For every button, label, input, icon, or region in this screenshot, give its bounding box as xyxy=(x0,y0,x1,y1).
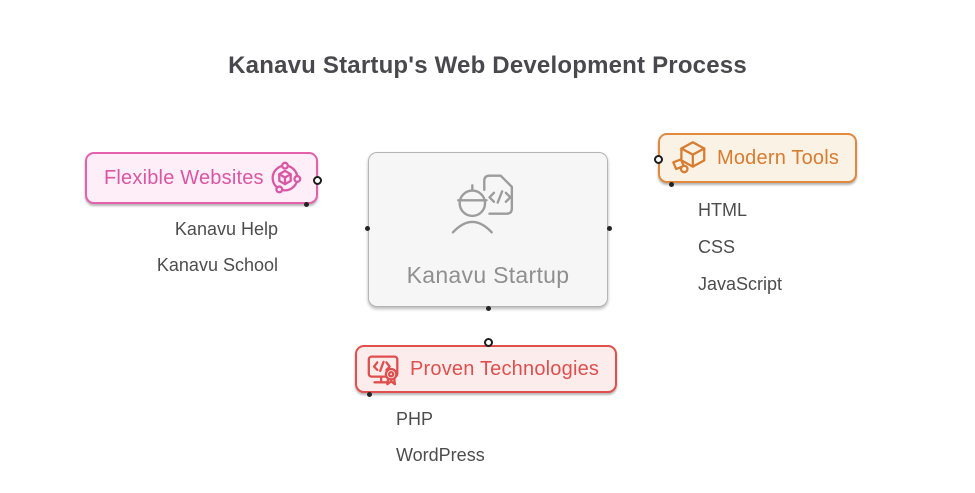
proven-technologies-children: PHP WordPress xyxy=(396,401,485,473)
developer-code-document-icon xyxy=(451,174,514,234)
anchor-modern-tools-bottom[interactable] xyxy=(668,181,674,187)
port-modern-tools[interactable] xyxy=(653,154,663,164)
child-wordpress[interactable]: WordPress xyxy=(396,445,485,465)
port-flexible-websites[interactable] xyxy=(312,175,322,185)
node-kanavu-startup[interactable]: Kanavu Startup xyxy=(368,152,608,307)
center-node-label: Kanavu Startup xyxy=(406,262,570,288)
anchor-flexible-websites-bottom[interactable] xyxy=(303,201,309,207)
branch-label-modern-tools: Modern Tools xyxy=(717,146,840,169)
anchor-proven-technologies-bottom[interactable] xyxy=(366,391,372,397)
modern-tools-children: HTML CSS JavaScript xyxy=(698,192,782,303)
child-kanavu-school[interactable]: Kanavu School xyxy=(156,255,278,275)
child-javascript[interactable]: JavaScript xyxy=(698,274,783,294)
anchor-center-right[interactable] xyxy=(606,225,612,231)
port-proven-technologies[interactable] xyxy=(483,337,493,347)
orbit-cube-icon xyxy=(271,161,302,194)
flexible-websites-children: Kanavu Help Kanavu School xyxy=(85,211,278,283)
child-css[interactable]: CSS xyxy=(698,237,736,257)
branch-label-flexible-websites: Flexible Websites xyxy=(104,166,264,189)
child-kanavu-help[interactable]: Kanavu Help xyxy=(174,219,278,239)
anchor-center-left[interactable] xyxy=(364,225,370,231)
child-html[interactable]: HTML xyxy=(698,200,747,220)
monitor-code-award-icon xyxy=(367,355,399,386)
branch-label-proven-technologies: Proven Technologies xyxy=(410,357,600,380)
package-3d-icon xyxy=(672,141,706,174)
anchor-center-bottom[interactable] xyxy=(485,305,491,311)
node-flexible-websites[interactable]: Flexible Websites xyxy=(85,152,318,204)
diagram-title: Kanavu Startup's Web Development Process xyxy=(228,52,747,79)
node-modern-tools[interactable]: Modern Tools xyxy=(658,133,857,183)
node-proven-technologies[interactable]: Proven Technologies xyxy=(355,345,617,393)
child-php[interactable]: PHP xyxy=(396,409,434,429)
